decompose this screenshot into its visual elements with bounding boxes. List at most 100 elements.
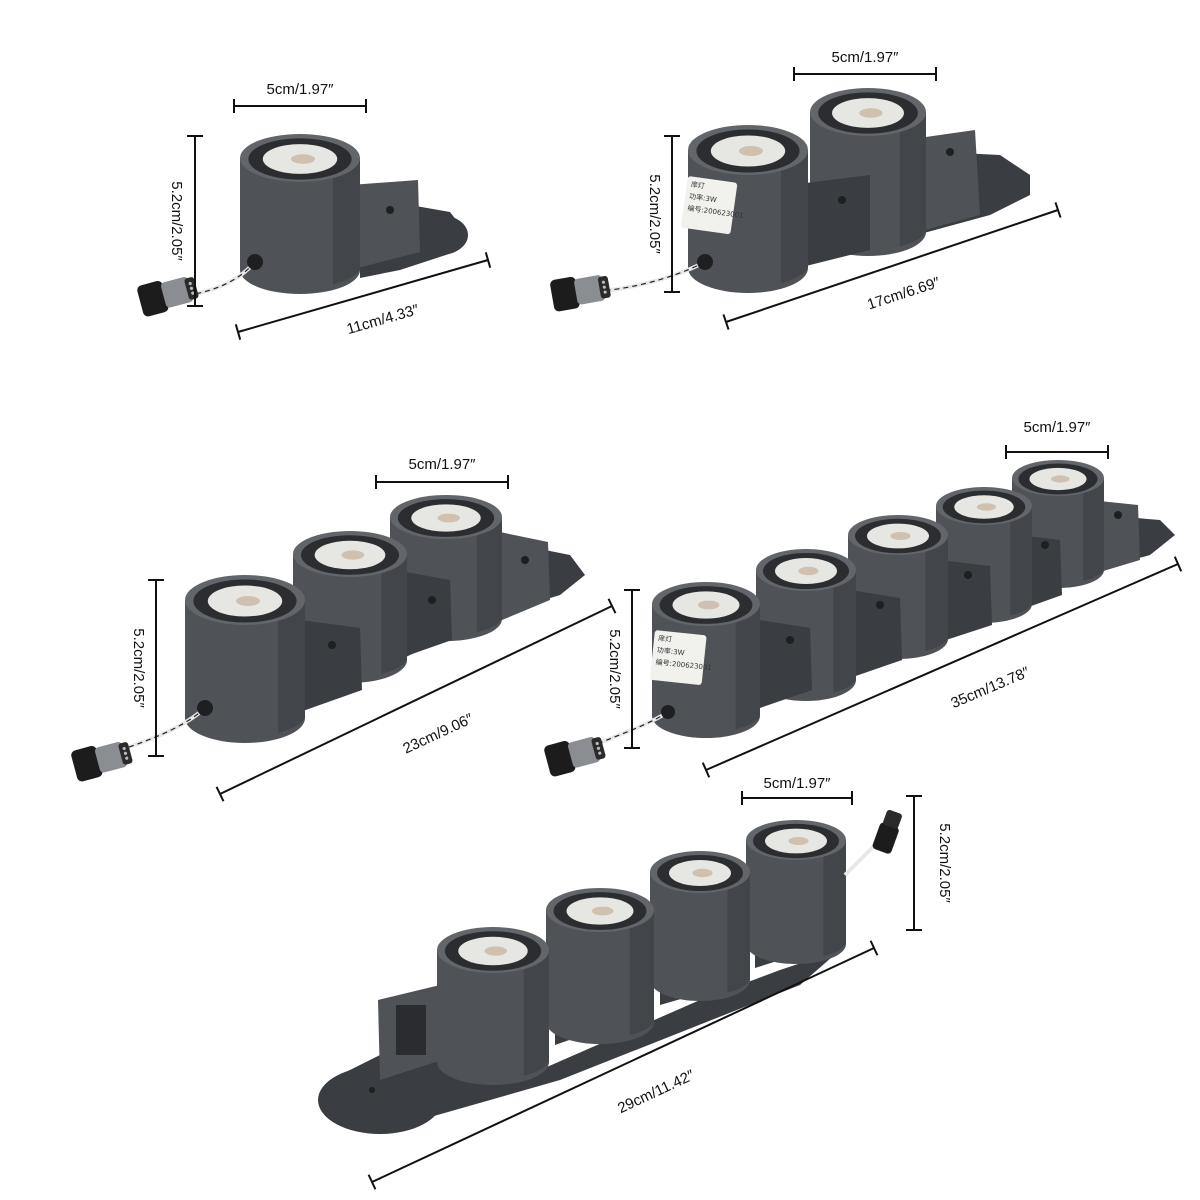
cable-gland [661,705,675,719]
lamp-led [788,837,809,845]
dimension-line [725,209,1059,323]
lamp-led [291,154,315,164]
dim-5-height: 5.2cm/2.05″ [606,589,640,749]
screw-hole [1114,511,1122,519]
lamp-led [798,566,819,576]
dimension-tick [234,324,242,340]
plug-pin [596,746,601,750]
dimension-label: 23cm/9.06″ [400,710,476,758]
cable-wire [164,261,256,299]
lamp-shade [278,600,305,733]
plug-housing [550,276,580,312]
label-text: 庠灯 [690,180,705,191]
dimension-line [219,605,613,795]
dim-1-height: 5.2cm/2.05″ [168,135,203,307]
dimension-label: 5cm/1.97″ [1023,419,1091,436]
plug-pin [122,746,126,751]
screw-hole [386,206,394,214]
lamp-shade [629,910,654,1036]
lamp-led [859,108,883,118]
lamp-shade [523,950,549,1076]
dimension-tick [722,314,730,330]
joint-block [940,560,992,642]
screw-hole [521,556,529,564]
screw-hole [369,1087,375,1093]
plug-pin [595,741,599,746]
dimension-line [371,947,875,1183]
plug-seal [160,276,193,308]
label-background [650,630,707,685]
lamp-head [650,851,750,1001]
dimension-label: 17cm/6.69″ [865,274,943,314]
plug-pin [598,751,602,755]
label-text: 功率:3W [656,645,685,657]
lamp-head [546,888,654,1044]
plug-tip [883,809,902,829]
screw-hole [946,148,954,156]
lamp-body [746,840,846,964]
label-text: 庠灯 [658,633,673,643]
cable-wire [579,261,706,293]
dimension-tick [1173,556,1183,572]
base-end [318,1066,442,1134]
lamp-led [236,596,260,606]
lamp-head [240,134,360,294]
dimension-label: 5.2cm/2.05″ [646,174,663,254]
joint-block [395,570,452,660]
dimension-tick [367,1174,377,1190]
cable-gland [697,254,713,270]
screw-hole [964,571,972,579]
lamp-shade [727,872,750,993]
joint-block [850,590,902,678]
dimension-tick [701,762,711,778]
base-plate [320,950,840,1125]
connector-plug [544,736,606,777]
lamp-body [240,158,360,294]
rear-block [490,530,550,625]
product-3-head [71,495,585,782]
dimension-label: 29cm/11.42″ [615,1066,698,1117]
plug-housing [137,281,169,317]
screw-hole [428,596,436,604]
joint-block [760,620,812,708]
dimension-tick [1054,202,1062,218]
lamp-shade [1010,506,1032,616]
lamp-shade [333,158,360,285]
clamp-slot [396,1005,426,1055]
lamp-head [437,927,549,1085]
plug-seal [574,275,605,305]
lamp-head [293,531,407,683]
lamp-led [739,146,763,156]
lamp-shade [476,517,502,633]
cable-gland [197,700,213,716]
screw-hole [328,641,336,649]
lamp-shade [381,554,407,674]
dimension-label: 5cm/1.97″ [763,775,831,792]
lamp-head [185,575,305,743]
screw-hole [876,601,884,609]
dim-4-height: 5.2cm/2.05″ [906,795,953,931]
lamp-led [437,513,460,523]
joint-block [790,175,870,270]
lamp-shade [823,840,846,956]
dimension-label: 11cm/4.33″ [345,301,422,338]
label-background [681,176,738,235]
lamp-led [591,906,614,916]
dimension-tick [869,940,879,956]
plug-housing [872,822,899,854]
lamp-shade [833,570,856,693]
plug-pin [123,751,128,755]
connector-plug [137,276,199,317]
dim-2-height: 5.2cm/2.05″ [646,135,680,293]
dimension-label: 5.2cm/2.05″ [168,181,185,261]
lamp-body [185,600,305,743]
dimension-tick [215,786,225,802]
plug-seal [94,741,127,773]
dim-1-width: 5cm/1.97″ [233,81,367,113]
lamp-led [697,600,720,610]
plug-pin [602,285,606,289]
